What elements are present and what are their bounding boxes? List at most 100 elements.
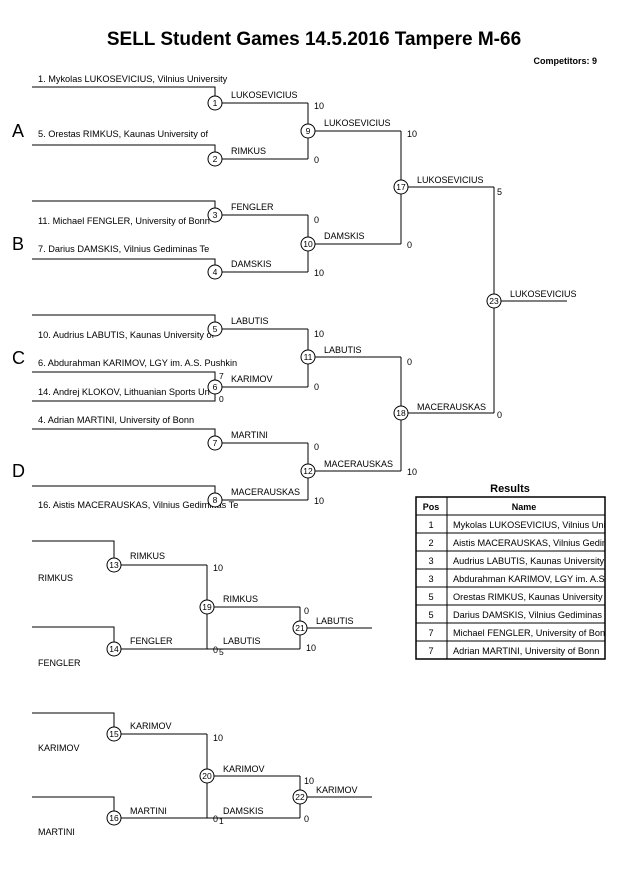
competitors-count: Competitors: 9 [533,56,597,66]
entry-2: 5. Orestas RIMKUS, Kaunas University of [38,129,208,139]
main-match-markers: 1 2 3 4 5 6 7 8 9 10 11 12 17 18 23 [207,95,502,508]
group-label-a: A [12,121,24,141]
entry-6: 6. Abdurahman KARIMOV, LGY im. A.S. Push… [38,358,237,368]
repechage-2-entry-b: MARTINI [38,827,75,837]
main-bracket-lines [32,86,567,501]
match-12-winner: MACERAUSKAS [324,459,393,469]
match-16-winner: MARTINI [130,806,167,816]
match-14-number: 14 [109,644,119,654]
match-10-number: 10 [303,239,313,249]
results-rows: 1 Mykolas LUKOSEVICIUS, Vilnius Universi… [428,520,630,656]
match-20-number: 20 [202,771,212,781]
result-pos: 5 [428,610,433,620]
result-pos: 7 [428,628,433,638]
match-19-winner: RIMKUS [223,594,258,604]
match-16-number: 16 [109,813,119,823]
match-6-score: 0 [219,394,224,404]
match-8-winner: MARTINI [231,430,268,440]
repechage-1-labutis: LABUTIS [223,636,261,646]
match-8-score: 0 [314,442,319,452]
match-12-score: 10 [407,467,417,477]
entry-5: 10. Audrius LABUTIS, Kaunas University o… [38,330,215,340]
match-7-number: 7 [213,438,218,448]
match-15-number: 15 [109,729,119,739]
match-11-winner: LABUTIS [324,345,362,355]
match-9-score: 10 [407,129,417,139]
entry-8: 4. Adrian MARTINI, University of Bonn [38,415,194,425]
match-10-score: 0 [407,240,412,250]
match-10-winner: DAMSKIS [324,231,365,241]
results-header-name: Name [512,502,537,512]
result-name: Darius DAMSKIS, Vilnius Gediminas Te [453,610,614,620]
match-19-score: 0 [304,606,309,616]
entry-4: 7. Darius DAMSKIS, Vilnius Gediminas Te [38,244,209,254]
match-4-number: 4 [213,267,218,277]
match-7-score: 0 [314,382,319,392]
repechage-2-entry-a: KARIMOV [38,743,80,753]
result-name: Mykolas LUKOSEVICIUS, Vilnius University [453,520,630,530]
result-pos: 7 [428,646,433,656]
result-name: Michael FENGLER, University of Bonn [453,628,610,638]
match-16-score: 0 [213,814,218,824]
match-3-score: 0 [314,215,319,225]
match-17-winner: LUKOSEVICIUS [417,175,484,185]
match-8b-winner: MACERAUSKAS [231,487,300,497]
repechage-1-markers: 13 14 19 21 [106,557,308,657]
results-title: Results [490,483,530,495]
repechage-1-lines [32,540,372,650]
entry-9: 16. Aistis MACERAUSKAS, Vilnius Gedimina… [38,500,238,510]
match-8-number: 8 [213,495,218,505]
match-19-number: 19 [202,602,212,612]
match-22-number: 22 [295,792,305,802]
match-17-score: 5 [497,187,502,197]
results-header-pos: Pos [423,502,440,512]
match-15-winner: KARIMOV [130,721,172,731]
result-name: Abdurahman KARIMOV, LGY im. A.S. Pushkin [453,574,630,584]
repechage-1-entry-a: RIMKUS [38,573,73,583]
match-23-winner: LUKOSEVICIUS [510,289,577,299]
match-21-winner: LABUTIS [316,616,354,626]
match-4-winner: DAMSKIS [231,259,272,269]
group-label-b: B [12,234,24,254]
result-name: Orestas RIMKUS, Kaunas University of [453,592,613,602]
group-label-d: D [12,461,25,481]
match-5-score: 10 [314,329,324,339]
match-18-number: 18 [396,408,406,418]
result-name: Aistis MACERAUSKAS, Vilnius Gediminas Te [453,538,630,548]
match-14-winner: FENGLER [130,636,173,646]
match-13-number: 13 [109,560,119,570]
match-13-score: 10 [213,563,223,573]
entry-1: 1. Mykolas LUKOSEVICIUS, Vilnius Univers… [38,74,228,84]
match-6-number: 6 [213,382,218,392]
repechage-2-damskis-score: 0 [304,814,309,824]
repechage-2-damskis: DAMSKIS [223,806,264,816]
group-label-c: C [12,348,25,368]
repechage-2-markers: 15 16 20 22 [106,726,308,826]
match-11-score: 0 [407,357,412,367]
match-14-sub: 5 [219,647,224,657]
entry-7: 14. Andrej KLOKOV, Lithuanian Sports Un [38,387,210,397]
match-16-sub: 1 [219,816,224,826]
match-15-score: 10 [213,733,223,743]
match-5-winner: LABUTIS [231,316,269,326]
match-9-number: 9 [306,126,311,136]
match-9-winner: LUKOSEVICIUS [324,118,391,128]
match-7-left-score: 7 [219,371,224,381]
result-pos: 3 [428,556,433,566]
match-12-number: 12 [303,466,313,476]
match-11-number: 11 [304,352,313,362]
match-2-winner: RIMKUS [231,146,266,156]
match-18-winner: MACERAUSKAS [417,402,486,412]
match-7-winner: KARIMOV [231,374,273,384]
match-22-winner: KARIMOV [316,785,358,795]
result-name: Audrius LABUTIS, Kaunas University of [453,556,615,566]
match-21-number: 21 [295,623,305,633]
match-17-number: 17 [396,182,406,192]
results-table [415,496,606,660]
match-14-score: 0 [213,645,218,655]
page-title: SELL Student Games 14.5.2016 Tampere M-6… [107,29,521,50]
result-name: Adrian MARTINI, University of Bonn [453,646,599,656]
match-3-number: 3 [213,210,218,220]
match-23-number: 23 [489,296,499,306]
